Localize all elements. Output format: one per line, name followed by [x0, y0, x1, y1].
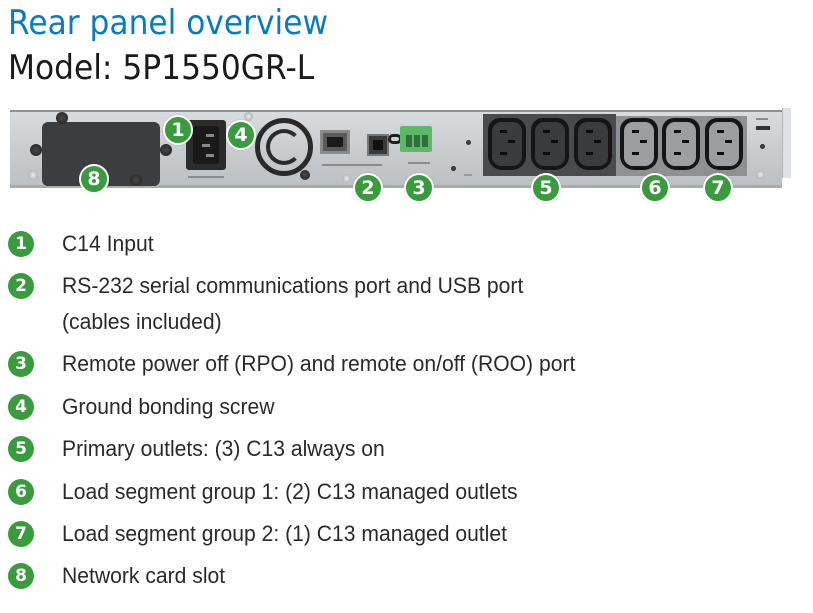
legend-text: Primary outlets: (3) C13 always on	[62, 436, 385, 461]
ground-symbol-icon	[464, 174, 472, 176]
callout-badge-7: 7	[703, 173, 733, 203]
legend-text: Ground bonding screw	[62, 394, 275, 419]
c13-outlet	[488, 118, 526, 170]
page-title: Rear panel overview	[8, 3, 329, 43]
screw-icon	[130, 174, 142, 186]
mount-hole	[451, 166, 456, 171]
c13-outlet	[662, 118, 700, 170]
c13-outlet	[705, 118, 743, 170]
legend-text-continued: (cables included)	[62, 309, 222, 334]
legend-number-badge: 3	[8, 351, 34, 377]
screw-icon	[30, 144, 42, 156]
legend-number-badge: 4	[8, 394, 34, 420]
callout-badge-3: 3	[404, 173, 434, 203]
fan-vent	[255, 118, 313, 176]
legend-text: Remote power off (RPO) and remote on/off…	[62, 351, 576, 376]
mount-hole	[466, 140, 471, 145]
callout-badge-6: 6	[640, 173, 670, 203]
screw-icon	[28, 170, 38, 180]
legend-number-badge: 2	[8, 273, 34, 299]
rj45-port	[320, 130, 350, 154]
c13-outlet	[620, 118, 658, 170]
model-subtitle: Model: 5P1550GR-L	[8, 48, 315, 88]
legend-number-badge: 8	[8, 563, 34, 589]
usb-port	[367, 134, 389, 156]
legend-text: C14 Input	[62, 231, 154, 256]
c14-inlet	[186, 120, 226, 170]
group-label-mark	[756, 118, 768, 120]
screw-icon	[56, 112, 68, 124]
legend-number-badge: 1	[8, 231, 34, 257]
rear-panel-illustration	[0, 104, 813, 196]
legend-number-badge: 6	[8, 479, 34, 505]
input-label-mark	[188, 176, 224, 178]
callout-badge-4: 4	[226, 120, 256, 150]
c13-outlet	[531, 118, 569, 170]
screw-icon	[342, 174, 351, 183]
callout-badge-2: 2	[353, 173, 383, 203]
legend-text: Network card slot	[62, 563, 226, 588]
callout-badge-8: 8	[79, 164, 109, 194]
mount-hole	[760, 144, 765, 149]
rpo-label-mark	[408, 162, 430, 164]
ground-bonding-screw-icon	[244, 112, 253, 121]
rack-ear	[782, 108, 791, 178]
port-label-mark	[322, 164, 382, 166]
c13-outlet	[574, 118, 612, 170]
legend-text: Load segment group 1: (2) C13 managed ou…	[62, 479, 518, 504]
legend-text: Load segment group 2: (1) C13 managed ou…	[62, 521, 507, 546]
callout-badge-5: 5	[531, 173, 561, 203]
legend-number-badge: 5	[8, 436, 34, 462]
group-indicator-leds	[756, 126, 770, 130]
screw-icon	[756, 170, 765, 179]
callout-badge-1: 1	[163, 115, 193, 145]
legend-text: RS-232 serial communications port and US…	[62, 273, 524, 298]
rpo-roo-terminal	[400, 126, 432, 152]
screw-icon	[300, 170, 310, 180]
legend-number-badge: 7	[8, 521, 34, 547]
screw-icon	[160, 144, 172, 156]
